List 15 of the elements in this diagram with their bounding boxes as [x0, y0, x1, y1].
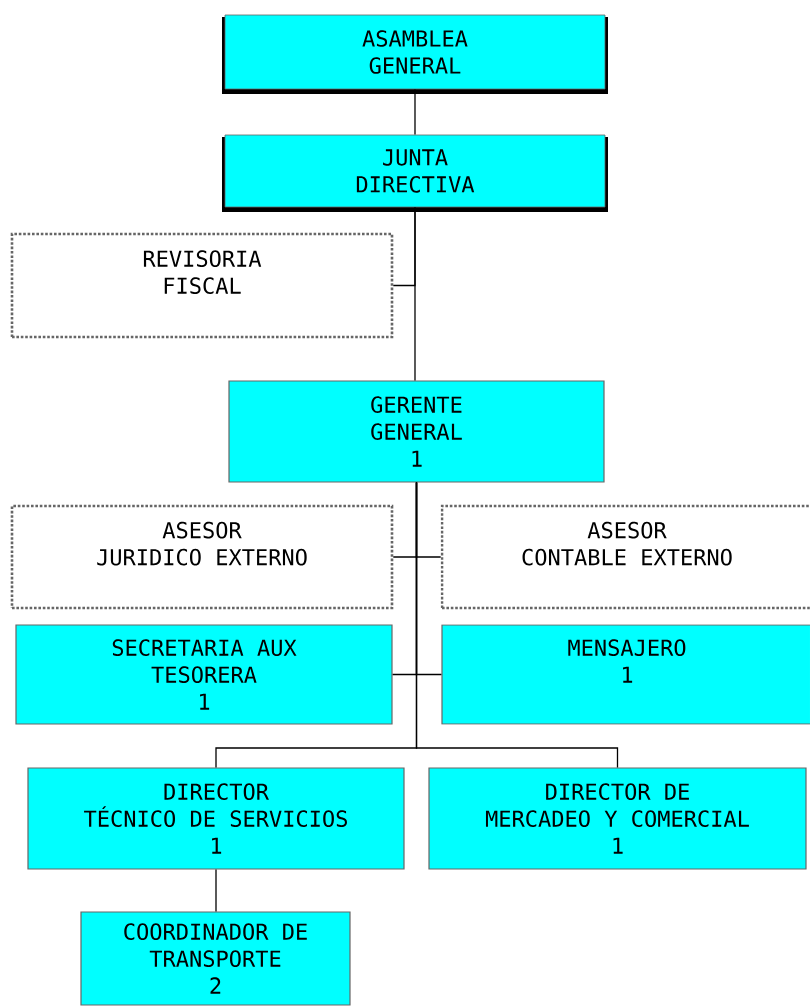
connector-line	[392, 206, 416, 287]
org-box: GERENTE GENERAL 1	[228, 380, 605, 483]
org-box: JUNTA DIRECTIVA	[222, 134, 608, 212]
org-box: COORDINADOR DE TRANSPORTE 2	[80, 911, 351, 1006]
advisor-box: ASESOR JURIDICO EXTERNO	[10, 504, 394, 610]
connector-line	[414, 88, 416, 136]
advisor-box: ASESOR CONTABLE EXTERNO	[440, 504, 810, 610]
org-box: SECRETARIA AUX TESORERA 1	[15, 624, 393, 725]
org-box: DIRECTOR TÉCNICO DE SERVICIOS 1	[27, 767, 405, 870]
org-box: MENSAJERO 1	[441, 624, 810, 725]
connector-line	[415, 481, 619, 769]
connector-line	[215, 868, 217, 913]
org-box: DIRECTOR DE MERCADEO Y COMERCIAL 1	[428, 767, 807, 870]
org-box: ASAMBLEA GENERAL	[222, 14, 608, 94]
advisor-box: REVISORIA FISCAL	[10, 232, 394, 339]
